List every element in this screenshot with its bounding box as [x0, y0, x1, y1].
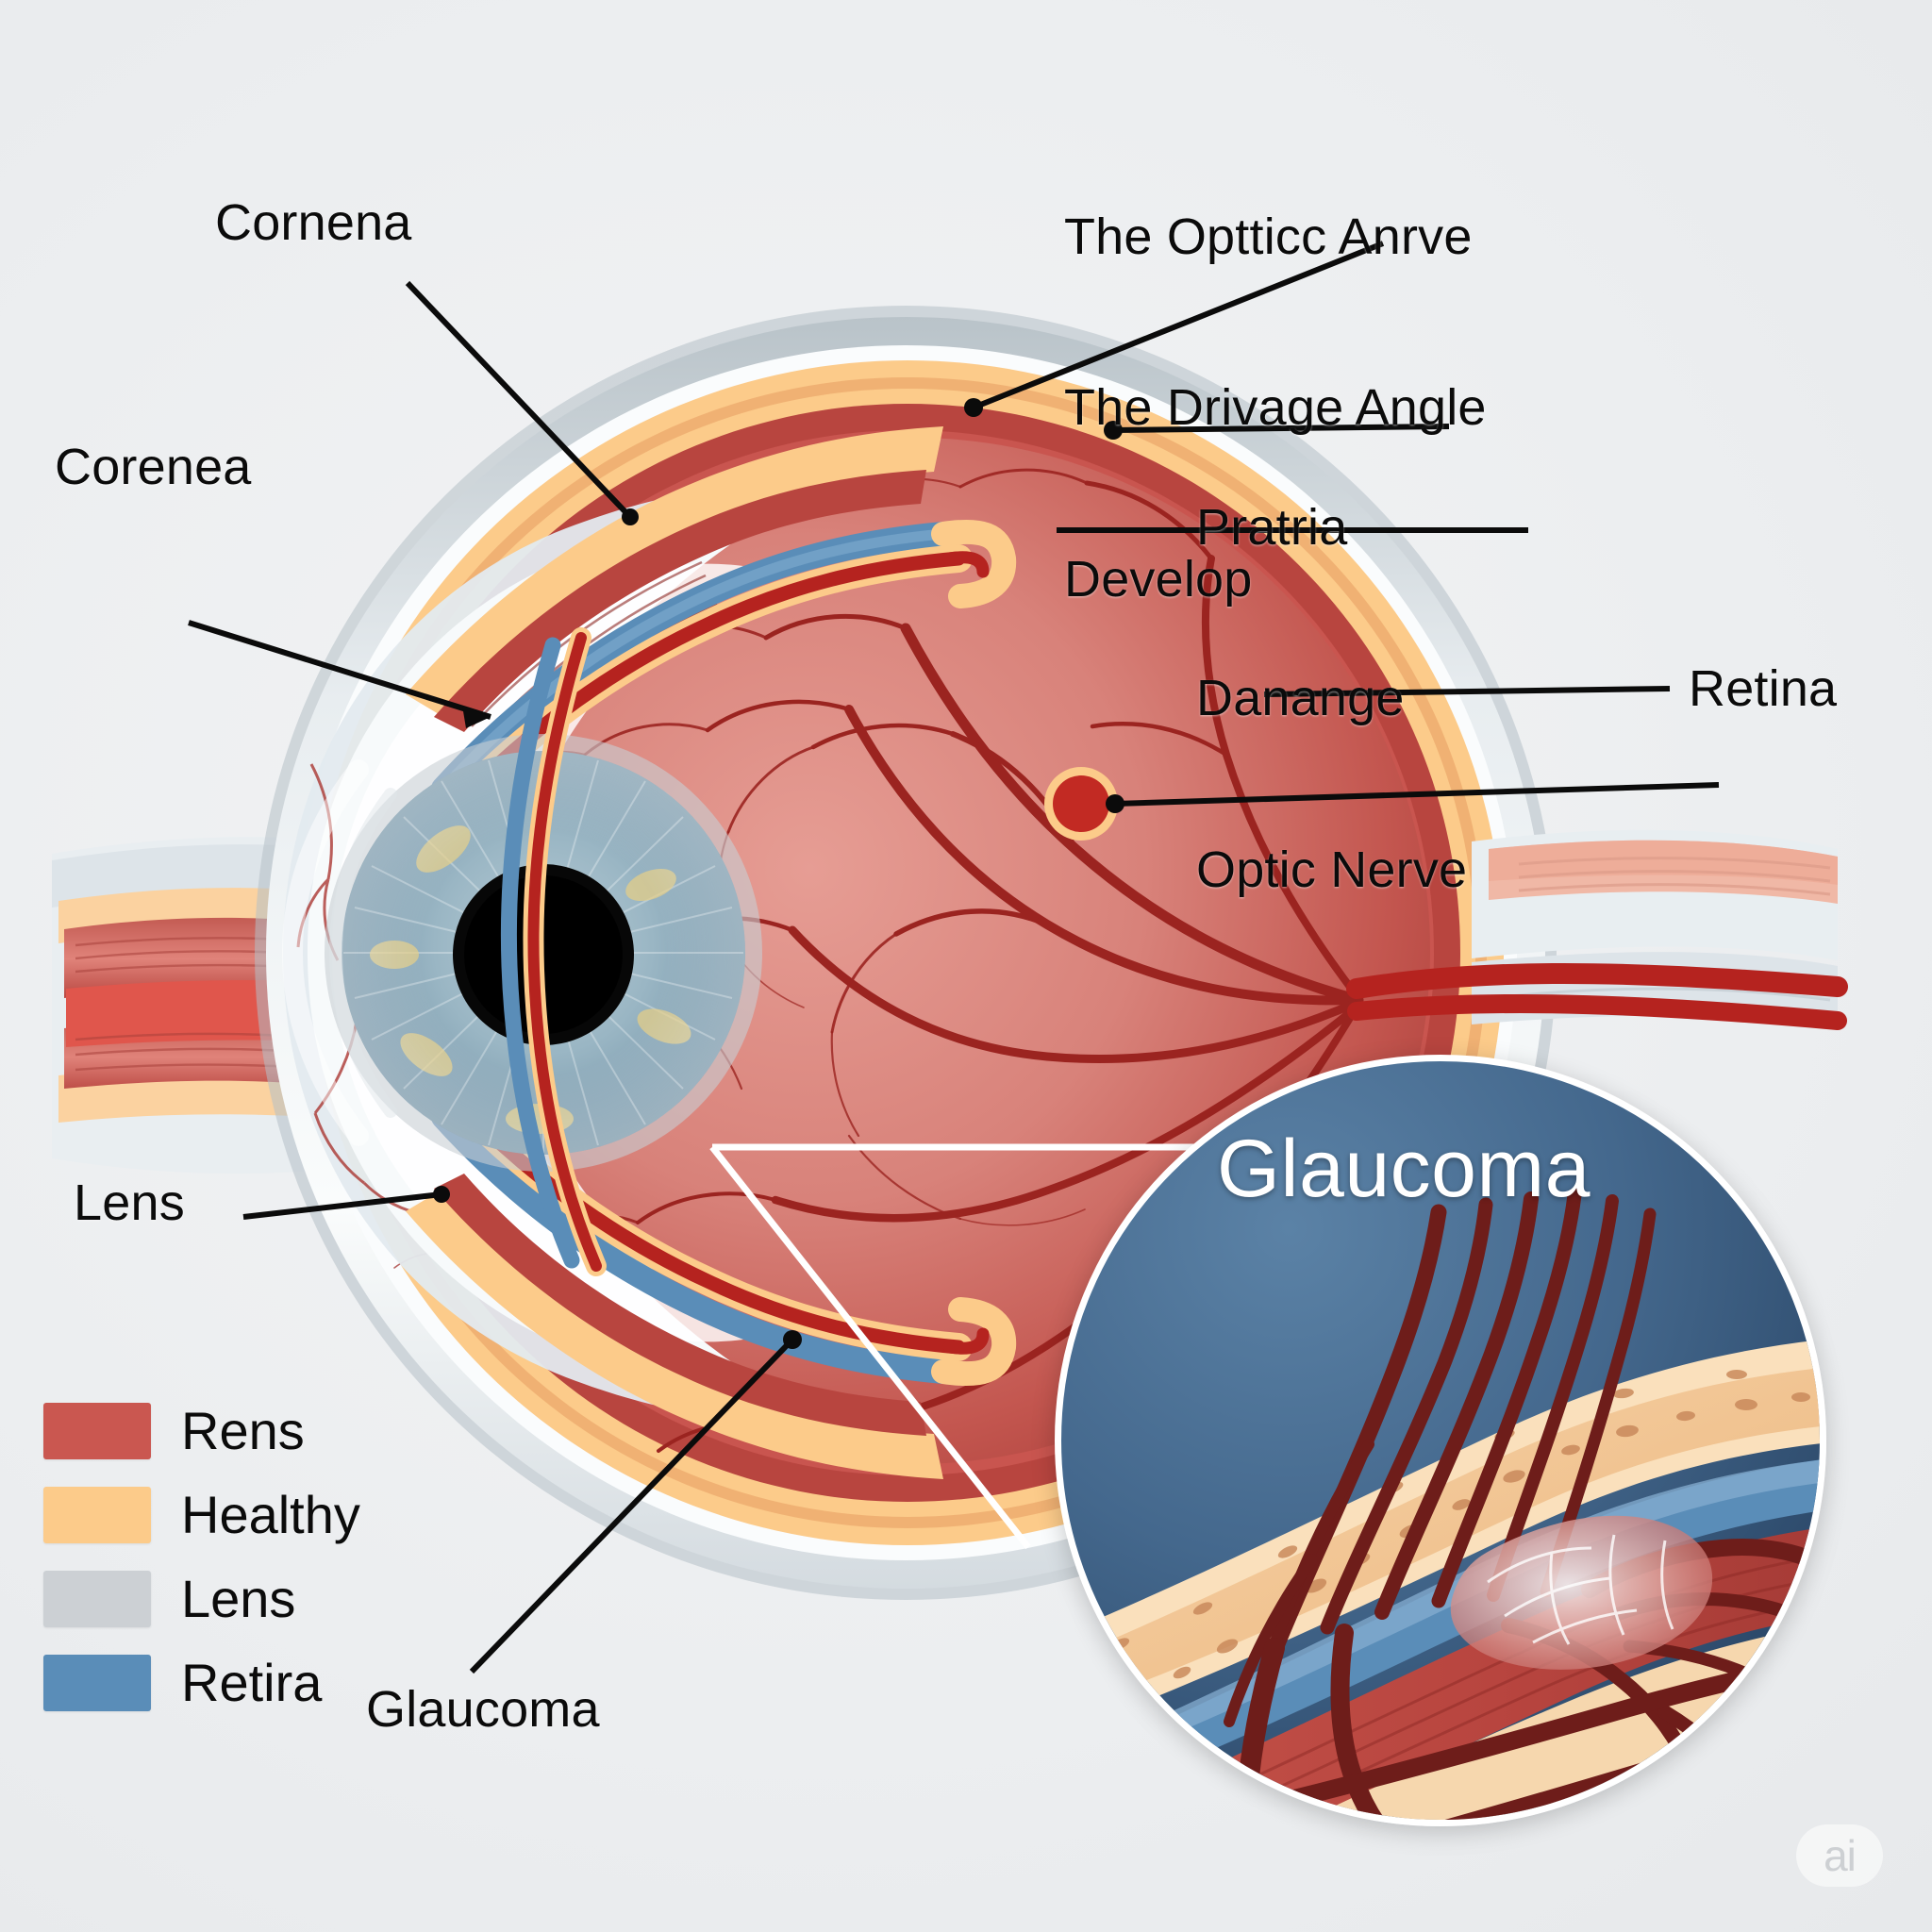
label-glaucoma-leader: Glaucoma	[366, 1681, 600, 1738]
pratria-block-line-2: Danange	[1196, 670, 1405, 727]
label-corenea: Corenea	[55, 439, 252, 495]
legend-swatch-lens	[43, 1570, 151, 1627]
legend-item-lens: Lens	[43, 1568, 360, 1629]
right-optic-nerve	[1346, 829, 1848, 1030]
label-optic-nerve-block: The Optticc Anrve The Drivage Angle Deve…	[1064, 94, 1486, 722]
label-cornena: Cornena	[215, 194, 412, 251]
legend-swatch-healthy	[43, 1486, 151, 1543]
leader-lines	[188, 241, 1720, 1674]
legend: Rens Healthy Lens Retira	[43, 1400, 360, 1713]
macula-spot	[1044, 767, 1118, 841]
label-pratria-block: Pratria Danange Optic Nerve	[1196, 385, 1592, 1012]
legend-item-healthy: Healthy	[43, 1484, 360, 1545]
legend-label-healthy: Healthy	[181, 1485, 360, 1544]
pratria-block-line-1: Pratria	[1196, 498, 1348, 556]
label-lens: Lens	[74, 1174, 185, 1231]
inset-title: Glaucoma	[1217, 1124, 1591, 1214]
iris-crossing-vessels	[500, 627, 607, 1276]
legend-label-retira: Retira	[181, 1653, 323, 1712]
lens-capsule	[281, 759, 397, 1146]
pratria-block-line-3: Optic Nerve	[1196, 841, 1468, 898]
legend-swatch-retira	[43, 1654, 151, 1711]
legend-swatch-rens	[43, 1402, 151, 1459]
optic-block-line-1: The Optticc Anrve	[1064, 208, 1473, 265]
optic-block-line-3: Develop	[1064, 550, 1253, 608]
ai-watermark-badge: ai	[1796, 1824, 1883, 1887]
legend-label-lens: Lens	[181, 1569, 296, 1628]
drainage-blockage	[1450, 1515, 1713, 1670]
legend-item-retira: Retira	[43, 1652, 360, 1713]
legend-item-rens: Rens	[43, 1400, 360, 1461]
label-retina: Retina	[1689, 660, 1838, 717]
legend-label-rens: Rens	[181, 1401, 305, 1460]
